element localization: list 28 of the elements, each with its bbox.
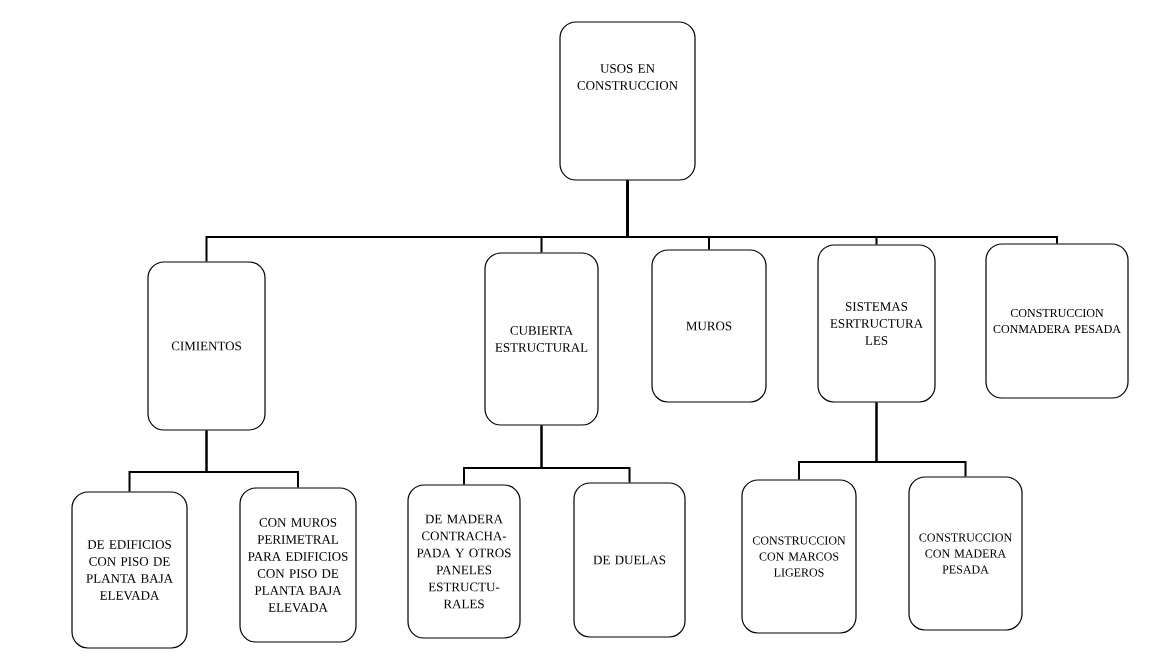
- connector: [626, 179, 1058, 245]
- box-label: CONSTRUCCION CON MADERA PESADA: [919, 533, 1012, 574]
- box: [741, 479, 857, 634]
- box-label: DE DUELAS: [593, 555, 666, 565]
- box-label: CUBIERTA ESTRUCTURAL: [495, 326, 588, 352]
- box-label: CON MUROS PERIMETRAL PARA EDIFICIOS CON PISO DE PLANTA BAJA ELEVADA: [248, 518, 348, 612]
- box: [147, 261, 266, 431]
- box: [651, 249, 767, 403]
- box-label: DE MADERA CONTRACHA- PADA Y OTROS PANELES ESTRUCTU- RALES: [416, 514, 511, 609]
- box: [407, 484, 521, 639]
- box: [817, 244, 936, 403]
- box-label: SISTEMAS ESRTRUCTURA LES: [830, 302, 923, 345]
- box: [484, 252, 599, 426]
- box-label: CIMIENTOS: [171, 341, 241, 351]
- box-label: CONSTRUCCION CONMADERA PESADA: [993, 308, 1121, 333]
- box: [239, 487, 357, 643]
- connector: [875, 401, 967, 478]
- box-label: USOS EN CONSTRUCCION: [577, 64, 678, 90]
- box-label: DE EDIFICIOS CON PISO DE PLANTA BAJA ELEVADA: [86, 540, 173, 600]
- box: [908, 476, 1023, 631]
- box: [559, 21, 696, 181]
- connector: [205, 429, 299, 489]
- box: [573, 482, 686, 638]
- box-label: CONSTRUCCION CON MARCOS LIGEROS: [752, 536, 846, 577]
- box: [71, 491, 188, 649]
- connector: [540, 424, 631, 484]
- box-label: MUROS: [686, 321, 732, 331]
- box: [985, 243, 1129, 399]
